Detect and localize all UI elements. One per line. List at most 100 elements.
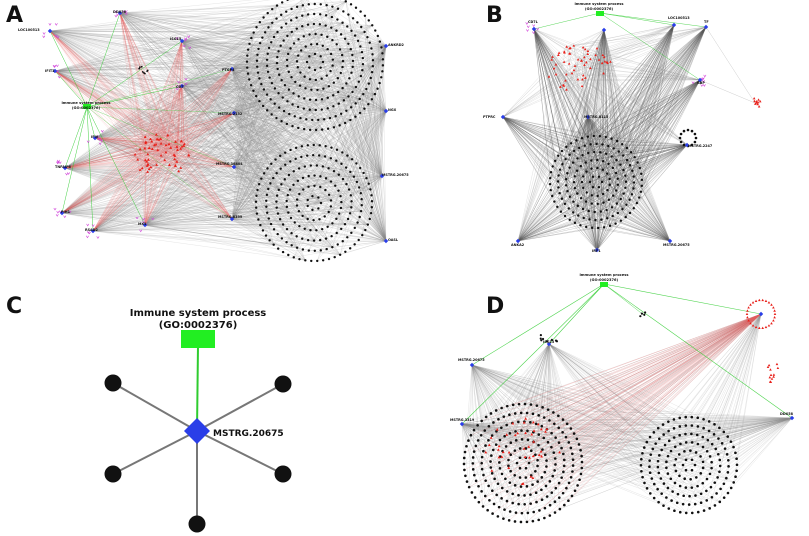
- gene-node: [710, 442, 714, 446]
- edge: [94, 66, 373, 139]
- gene-node: [347, 95, 350, 98]
- edge: [233, 81, 296, 168]
- gene-node: [335, 43, 338, 46]
- edge: [231, 60, 344, 220]
- edge: [144, 53, 316, 226]
- gene-node: [306, 144, 309, 147]
- edge: [119, 12, 354, 177]
- edge: [231, 68, 272, 225]
- gene-node: [312, 12, 316, 16]
- edge: [49, 30, 305, 167]
- edge: [231, 189, 371, 220]
- edge: [231, 67, 248, 70]
- gene-node: [672, 427, 676, 430]
- gene-node: [300, 155, 303, 159]
- edge: [94, 67, 248, 139]
- gene-node: [684, 424, 688, 427]
- gene-node: [511, 492, 514, 496]
- gene-node: [271, 21, 274, 24]
- edge: [231, 68, 356, 88]
- edge: [233, 1, 346, 114]
- edge: [119, 12, 283, 98]
- gene-node: [350, 231, 353, 235]
- edge: [64, 101, 260, 169]
- edge: [144, 54, 258, 226]
- edge: [322, 61, 387, 112]
- gene-node: [529, 403, 533, 406]
- edge: [233, 112, 353, 160]
- gene-node: [320, 108, 324, 111]
- edge: [302, 26, 387, 47]
- edge: [231, 55, 299, 70]
- edge: [144, 52, 363, 226]
- gene-node: [306, 23, 310, 26]
- gene-node: [709, 485, 713, 489]
- edge: [233, 5, 278, 168]
- edge: [54, 31, 278, 72]
- gene-node: [630, 193, 634, 196]
- edge: [92, 22, 273, 232]
- gene-node: [585, 170, 588, 173]
- gene-node: [560, 149, 564, 153]
- gene-node: [143, 72, 145, 74]
- edge: [181, 49, 328, 87]
- edge: [94, 101, 260, 139]
- gene-node: [344, 166, 348, 169]
- edge: [181, 40, 290, 115]
- edge: [231, 189, 279, 220]
- edge: [233, 66, 373, 114]
- gene-node: [481, 505, 485, 508]
- gene-node: [656, 487, 659, 491]
- edge: [231, 152, 286, 220]
- edge: [181, 31, 278, 87]
- edge: [94, 137, 315, 241]
- edge: [61, 123, 287, 214]
- edge: [94, 137, 279, 190]
- edge: [286, 45, 387, 243]
- gene-node: [529, 502, 532, 505]
- edge: [119, 12, 360, 100]
- go-term-node: [181, 330, 215, 348]
- edge: [61, 212, 341, 255]
- edge: [92, 25, 373, 232]
- gene-node: [537, 414, 541, 417]
- gene-node: [548, 176, 552, 180]
- edge: [64, 89, 264, 169]
- gene-node: [628, 164, 632, 167]
- edge: [231, 68, 352, 208]
- edge: [231, 68, 375, 95]
- gene-node: [583, 144, 586, 147]
- edge: [233, 166, 274, 245]
- d-label-mstrg20675: MSTRG.20675: [458, 358, 485, 362]
- gene-node: [498, 467, 502, 470]
- edge: [92, 180, 298, 232]
- edge: [181, 85, 269, 190]
- gene-node: [639, 463, 643, 467]
- edge: [64, 5, 278, 169]
- edge: [144, 31, 365, 226]
- gene-node: [575, 139, 578, 142]
- edge: [144, 79, 316, 226]
- gene-node: [702, 509, 706, 512]
- gene-node: [313, 174, 316, 177]
- gene-node: [289, 160, 292, 163]
- gene-node: [312, 239, 316, 242]
- edge: [61, 180, 298, 214]
- edge: [315, 45, 387, 81]
- gene-node: [258, 99, 261, 103]
- edge: [181, 85, 368, 225]
- gene-node: [548, 419, 551, 422]
- edge: [94, 60, 344, 139]
- gene-node: [304, 259, 307, 262]
- gene-node: [295, 198, 299, 201]
- gene-node: [276, 67, 279, 71]
- gene-node: [590, 226, 594, 230]
- edge: [61, 189, 371, 214]
- gene-node: [509, 441, 513, 445]
- gene-node: [719, 487, 722, 491]
- edge: [64, 167, 368, 225]
- edge: [64, 167, 354, 177]
- edge: [233, 98, 360, 168]
- gene-node: [339, 71, 342, 75]
- edge: [49, 30, 353, 160]
